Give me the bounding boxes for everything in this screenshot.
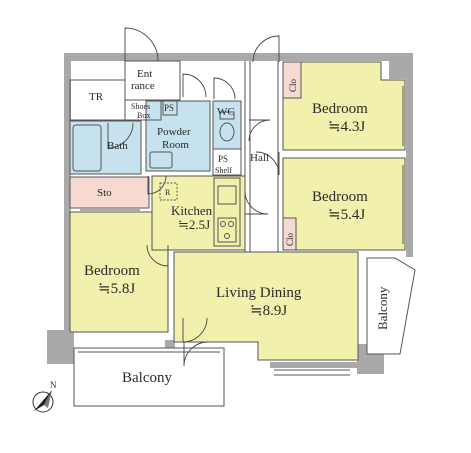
- powder-floor: [145, 100, 211, 172]
- balcony-right-outline: [366, 257, 416, 355]
- room-floors: [69, 61, 406, 361]
- living-name: Living Dining: [216, 285, 302, 301]
- exterior-walls: [47, 53, 413, 374]
- north-label: N: [50, 380, 57, 390]
- clo-e-floor: [282, 217, 297, 251]
- balcony-bottom-outline: [73, 347, 225, 407]
- entrance-label-1: Ent: [137, 68, 152, 80]
- bedroom-ne-name: Bedroom: [312, 101, 368, 117]
- balcony-bottom-label: Balcony: [122, 370, 172, 386]
- entrance-label-2: rance: [131, 80, 155, 92]
- shelf-label: Shelf: [215, 166, 232, 175]
- north-arrow-icon: N: [32, 380, 57, 413]
- door-swings: [107, 27, 280, 367]
- r-mark-label: R: [165, 188, 171, 197]
- wc-label: WC: [217, 106, 235, 118]
- ps-top-label: PS: [164, 103, 174, 113]
- living-floor: [173, 251, 359, 361]
- living-size: ≒8.9J: [250, 303, 287, 319]
- kitchen-name: Kitchen: [171, 203, 213, 218]
- tr-label: TR: [89, 91, 104, 103]
- partitions: [69, 60, 404, 376]
- bath-floor: [69, 120, 142, 175]
- kitchen-floor: [151, 175, 246, 251]
- shoes-box-label-2: Box: [137, 111, 150, 120]
- clo-e-label: Clo: [285, 232, 295, 246]
- hall-label: Hall: [250, 152, 269, 164]
- shoes-box-label-1: Shoes: [131, 102, 150, 111]
- bedroom-w-size: ≒5.8J: [98, 281, 135, 297]
- kitchen-size: ≒2.5J: [178, 217, 210, 232]
- ps-mid-label: PS: [218, 154, 228, 164]
- balconies: [73, 257, 416, 407]
- powder-label-2: Room: [162, 139, 189, 151]
- bedroom-e-size: ≒5.4J: [328, 207, 365, 223]
- bedroom-e-name: Bedroom: [312, 189, 368, 205]
- bath-label: Bath: [107, 140, 128, 152]
- bedroom-w-name: Bedroom: [84, 263, 140, 279]
- storage-floor: [69, 176, 150, 209]
- clo-ne-label: Clo: [288, 78, 298, 92]
- clo-ne-floor: [282, 61, 302, 99]
- room-labels: Ent rance TR Shoes Box PS WC Powder Room…: [84, 68, 390, 386]
- bedroom-ne-floor: [282, 61, 406, 151]
- sto-label: Sto: [97, 187, 112, 199]
- balcony-right-label: Balcony: [375, 286, 390, 330]
- powder-label-1: Powder: [157, 126, 191, 138]
- bedroom-ne-size: ≒4.3J: [328, 119, 365, 135]
